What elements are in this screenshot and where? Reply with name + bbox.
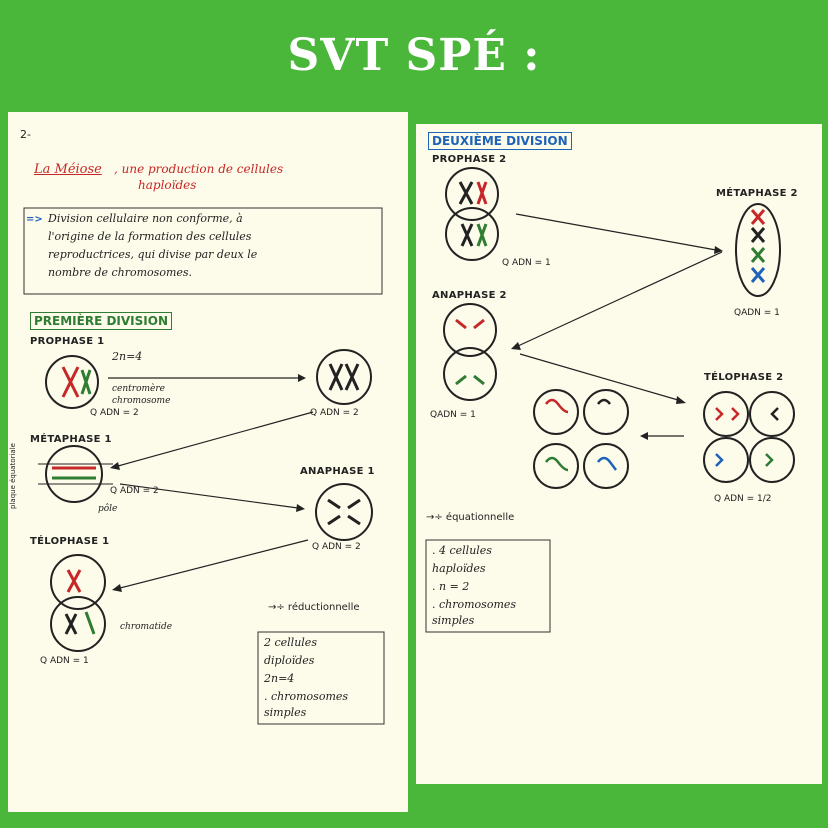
summary-r-line-2: haploïdes: [432, 562, 486, 575]
qadn-telophase2: Q ADN = 1/2: [714, 494, 772, 504]
label-equationnelle: →÷ équationnelle: [426, 512, 515, 523]
qadn-prophase1: Q ADN = 2: [90, 408, 139, 418]
label-telophase1: TÉLOPHASE 1: [30, 536, 110, 547]
qadn-telophase1: Q ADN = 1: [40, 656, 89, 666]
left-diagram: [23, 207, 385, 725]
label-metaphase1: MÉTAPHASE 1: [30, 434, 112, 445]
heading-title: La Méiose: [34, 162, 102, 177]
summary-r-line-5: simples: [432, 614, 475, 627]
label-2n: 2n=4: [112, 350, 143, 363]
qadn-prophase2: Q ADN = 1: [502, 258, 551, 268]
label-prophase2: PROPHASE 2: [432, 154, 507, 165]
summary-line-2: diploïdes: [264, 654, 315, 667]
section-second-division: DEUXIÈME DIVISION: [428, 132, 572, 150]
summary-r-line-3: . n = 2: [432, 580, 470, 593]
summary-line-5: simples: [264, 706, 307, 719]
summary-line-4: . chromosomes: [264, 690, 349, 703]
summary-r-line-4: . chromosomes: [432, 598, 517, 611]
label-anaphase2: ANAPHASE 2: [432, 290, 507, 301]
qadn-metaphase1: Q ADN = 2: [110, 486, 159, 496]
right-diagram: [425, 167, 795, 633]
label-anaphase1: ANAPHASE 1: [300, 466, 375, 477]
qadn-anaphase1: Q ADN = 2: [312, 542, 361, 552]
label-plaque: plaque équatoriale: [8, 443, 17, 509]
label-reductionnelle: →÷ réductionnelle: [268, 602, 360, 613]
definition-line-3: reproductrices, qui divise par deux le: [48, 248, 258, 261]
page-number: 2-: [20, 128, 31, 141]
label-chromosome: chromosome: [112, 396, 171, 406]
summary-r-line-1: . 4 cellules: [432, 544, 492, 557]
right-page: DEUXIÈME DIVISION PROPHASE 2 Q ADN = 1 M…: [416, 124, 822, 784]
label-metaphase2: MÉTAPHASE 2: [716, 188, 798, 199]
definition-line-1: Division cellulaire non conforme, à: [48, 212, 243, 225]
label-prophase1: PROPHASE 1: [30, 336, 105, 347]
cell-prophase1: [45, 355, 99, 409]
section-first-division: PREMIÈRE DIVISION: [30, 312, 172, 330]
label-chromatide: chromatide: [120, 622, 173, 632]
label-telophase2: TÉLOPHASE 2: [704, 372, 784, 383]
arrow-mark: =>: [26, 214, 43, 225]
qadn-anaphase2: QADN = 1: [430, 410, 476, 420]
heading-rest: , une production de cellules: [114, 162, 284, 176]
definition-line-4: nombre de chromosomes.: [48, 266, 193, 279]
left-page: 2- La Méiose , une production de cellule…: [8, 112, 408, 812]
label-centromere: centromère: [112, 384, 165, 394]
page-title: SVT SPÉ :: [287, 30, 541, 81]
heading-line2: haploïdes: [138, 178, 197, 192]
summary-line-1: 2 cellules: [264, 636, 317, 649]
qadn-metaphase2: QADN = 1: [734, 308, 780, 318]
qadn-prophase1-right: Q ADN = 2: [310, 408, 359, 418]
summary-line-3: 2n=4: [264, 672, 295, 685]
definition-line-2: l'origine de la formation des cellules: [48, 230, 252, 243]
label-pole: pôle: [98, 504, 118, 514]
